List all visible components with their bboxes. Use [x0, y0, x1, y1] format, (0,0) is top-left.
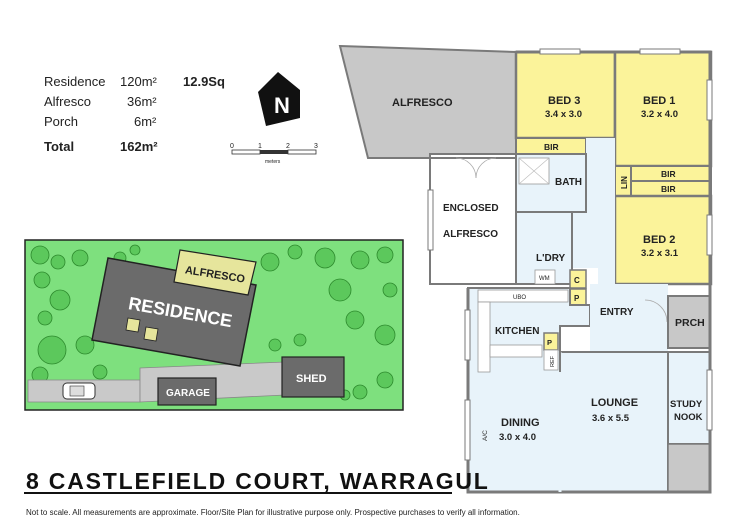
room-entry-label: ENTRY [600, 307, 634, 318]
room-ref-label: REF [550, 355, 556, 367]
room-laundry-label: L'DRY [536, 253, 566, 264]
address-underline [24, 492, 452, 494]
alfresco-value: 36m² [127, 94, 157, 109]
room-bir-bed1-label: BIR [661, 169, 676, 179]
room-bed3-size: 3.4 x 3.0 [545, 109, 582, 120]
room-study-nook [667, 351, 711, 445]
room-dining-size: 3.0 x 4.0 [499, 432, 536, 443]
site-garage-label: GARAGE [166, 388, 210, 399]
residence-value: 120m² [120, 74, 157, 89]
room-ac-label: A/C [482, 430, 489, 441]
room-kitchen-label: KITCHEN [495, 326, 539, 337]
site-shed [281, 356, 345, 398]
room-study-name1: STUDY [670, 399, 703, 410]
room-porch-label: PRCH [675, 317, 705, 329]
room-wm-label: WM [539, 276, 550, 282]
room-bed1-size: 3.2 x 4.0 [641, 109, 678, 120]
room-alfresco-label: ALFRESCO [392, 97, 453, 109]
alfresco-label: Alfresco [44, 94, 91, 109]
room-bed1 [613, 50, 713, 168]
room-bed2-name: BED 2 [643, 234, 675, 246]
site-garage [157, 377, 217, 406]
compass-letter: N [274, 93, 290, 118]
residence-squares: 12.9Sq [183, 74, 225, 89]
room-bed3 [514, 50, 617, 140]
scale-tick-3: 3 [314, 143, 318, 150]
room-enclosed-alfresco-name1: ENCLOSED [443, 203, 499, 214]
total-value: 162m² [120, 139, 158, 154]
total-label: Total [44, 139, 75, 154]
room-dining-name: DINING [501, 417, 540, 429]
room-closet-c [569, 269, 587, 289]
room-lounge-name: LOUNGE [591, 397, 638, 409]
room-pantry-kitchen-label: P [547, 338, 552, 347]
room-bir-bed3-label: BIR [544, 142, 559, 152]
room-bed1-name: BED 1 [643, 95, 675, 107]
outdoor-corner [667, 443, 711, 493]
room-bir-bed2-label: BIR [661, 184, 676, 194]
room-linen-label: LIN [620, 176, 629, 189]
scale-tick-0: 0 [230, 143, 234, 150]
site-alfresco [173, 249, 257, 296]
scale-bar: 0 1 2 3 meters [230, 143, 318, 165]
room-bed2-size: 3.2 x 3.1 [641, 248, 679, 259]
scale-tick-1: 1 [258, 143, 262, 150]
room-study-name2: NOOK [674, 412, 703, 423]
room-bath-label: BATH [555, 177, 582, 188]
windows [427, 48, 713, 461]
tree-icons [30, 244, 398, 401]
room-porch [667, 295, 711, 349]
room-hallway [572, 138, 615, 284]
scale-unit: meters [265, 159, 281, 165]
room-ubo-label: UBO [513, 295, 526, 301]
car-icon [62, 382, 96, 400]
room-lounge-size: 3.6 x 5.5 [592, 413, 630, 424]
room-pantry-top-label: P [574, 294, 580, 303]
scale-tick-2: 2 [286, 143, 290, 150]
north-compass-icon: N [258, 72, 300, 126]
room-enclosed-alfresco [429, 157, 517, 285]
property-address: 8 CASTLEFIELD COURT, WARRAGUL [26, 468, 490, 494]
room-entry [590, 284, 668, 352]
porch-label: Porch [44, 114, 78, 129]
porch-value: 6m² [134, 114, 157, 129]
room-enclosed-alfresco-name2: ALFRESCO [443, 229, 498, 240]
room-closet-c-label: C [574, 276, 580, 285]
disclaimer-text: Not to scale. All measurements are appro… [26, 508, 520, 517]
floor-plan: ALFRESCO BED 3 3.4 x 3.0 BIR BED 1 3.2 x… [338, 44, 713, 494]
residence-label: Residence [44, 74, 106, 89]
site-shed-label: SHED [296, 373, 327, 385]
site-plan: RESIDENCE ALFRESCO GARAGE SHED [24, 239, 404, 411]
room-bed3-name: BED 3 [548, 95, 580, 107]
